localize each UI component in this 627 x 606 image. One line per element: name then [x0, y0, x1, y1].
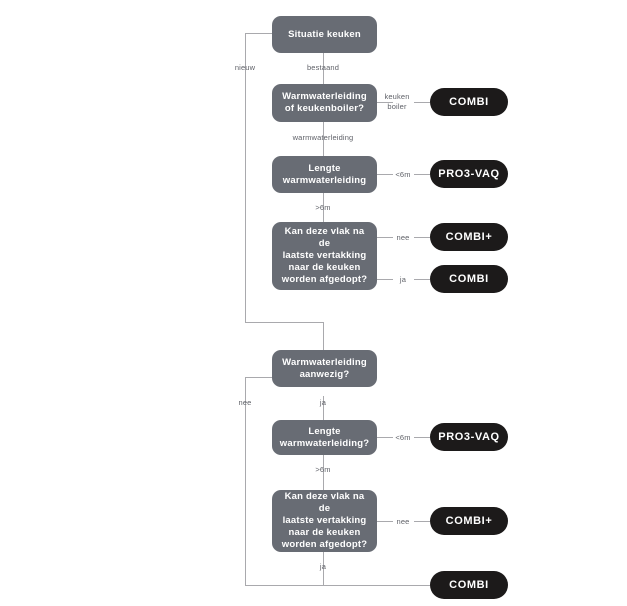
connector-lengte-bottom-to-pro3vaq — [377, 437, 393, 438]
connector-afgedopt-top-ja — [377, 279, 393, 280]
connector-keukenboiler-to-combi-2 — [414, 102, 430, 103]
connector-gt6m-bottom — [323, 455, 324, 490]
node-warmwaterleiding-aanwezig-line2: aanwezig? — [299, 368, 350, 380]
node-lengte-warmwaterleiding-top-line2: warmwaterleiding — [282, 174, 367, 186]
node-afgedopt-top-line4: worden afgedopt? — [281, 274, 368, 285]
node-lengte-warmwaterleiding-top[interactable]: Lengte warmwaterleiding — [272, 156, 377, 193]
node-warmwaterleiding-of-keukenboiler-line1: Warmwaterleiding — [282, 91, 367, 102]
connector-afgedopt-top-ja-2 — [414, 279, 430, 280]
edge-label-warmwaterleiding: warmwaterleiding — [292, 133, 354, 142]
edge-label-nieuw: nieuw — [234, 63, 256, 72]
connector-afgedopt-top-nee-2 — [414, 237, 430, 238]
node-lengte-warmwaterleiding-bottom[interactable]: Lengte warmwaterleiding? — [272, 420, 377, 455]
edge-label-bestaand: bestaand — [306, 63, 340, 72]
node-lengte-warmwaterleiding-bottom-line1: Lengte — [308, 425, 341, 437]
node-afgedopt-top-line1: Kan deze vlak na de — [284, 226, 365, 249]
result-combiplus-bottom[interactable]: COMBI+ — [430, 507, 508, 535]
result-pro3vaq-top-label: PRO3-VAQ — [438, 168, 500, 180]
node-afgedopt-bottom-line2: laatste vertakking — [282, 515, 367, 526]
result-combi-top[interactable]: COMBI — [430, 265, 508, 293]
result-combiplus-top[interactable]: COMBI+ — [430, 223, 508, 251]
node-afgedopt-bottom-line3: naar de keuken — [288, 527, 361, 538]
connector-nee-bottom-to-combi — [245, 585, 430, 586]
result-pro3vaq-bottom[interactable]: PRO3-VAQ — [430, 423, 508, 451]
edge-label-ja-top: ja — [399, 275, 407, 284]
edge-label-lt6m-top: <6m — [395, 170, 411, 179]
connector-nieuw-down-to-aanwezig — [323, 322, 324, 350]
edge-label-nee-aanwezig: nee — [238, 398, 252, 407]
connector-warmwaterleiding — [323, 122, 324, 157]
node-afgedopt-bottom-line1: Kan deze vlak na de — [284, 491, 365, 514]
connector-keukenboiler-to-combi — [377, 102, 393, 103]
node-situatie-keuken-label: Situatie keuken — [288, 28, 361, 40]
result-combi-bottom[interactable]: COMBI — [430, 571, 508, 599]
edge-label-lt6m-bottom: <6m — [395, 433, 411, 442]
node-afgedopt-top-line2: laatste vertakking — [282, 250, 367, 261]
node-warmwaterleiding-aanwezig[interactable]: Warmwaterleiding aanwezig? — [272, 350, 377, 387]
node-warmwaterleiding-aanwezig-line1: Warmwaterleiding — [282, 356, 367, 368]
connector-ja-aanwezig — [323, 396, 324, 420]
connector-bestaand — [323, 52, 324, 84]
result-pro3vaq-top[interactable]: PRO3-VAQ — [430, 160, 508, 188]
edge-label-nee-top: nee — [396, 233, 410, 242]
connector-lengte-top-to-pro3vaq-2 — [414, 174, 430, 175]
node-situatie-keuken[interactable]: Situatie keuken — [272, 16, 377, 53]
result-combiplus-bottom-label: COMBI+ — [445, 515, 493, 527]
node-afgedopt-bottom[interactable]: Kan deze vlak na de laatste vertakking n… — [272, 490, 377, 552]
edge-label-keuken-boiler-line2: boiler — [387, 101, 407, 111]
connector-afgedopt-bottom-nee — [377, 521, 393, 522]
node-warmwaterleiding-of-keukenboiler[interactable]: Warmwaterleiding of keukenboiler? — [272, 84, 377, 122]
connector-start-to-nieuw — [245, 33, 273, 34]
result-combi-keukenboiler-label: COMBI — [449, 96, 489, 108]
connector-lengte-bottom-to-pro3vaq-2 — [414, 437, 430, 438]
result-combiplus-top-label: COMBI+ — [445, 231, 493, 243]
result-combi-top-label: COMBI — [449, 273, 489, 285]
result-combi-bottom-label: COMBI — [449, 579, 489, 591]
node-afgedopt-top-line3: naar de keuken — [288, 262, 361, 273]
connector-afgedopt-bottom-ja — [323, 552, 324, 586]
connector-nieuw-to-lower — [245, 322, 324, 323]
connector-lengte-top-to-pro3vaq — [377, 174, 393, 175]
node-lengte-warmwaterleiding-top-line1: Lengte — [308, 162, 341, 174]
edge-label-nee-bottom: nee — [396, 517, 410, 526]
connector-aanwezig-to-nee — [245, 377, 273, 378]
node-afgedopt-top[interactable]: Kan deze vlak na de laatste vertakking n… — [272, 222, 377, 290]
connector-afgedopt-bottom-nee-2 — [414, 521, 430, 522]
edge-label-gt6m-top: >6m — [315, 203, 331, 212]
edge-label-ja-aanwezig: ja — [319, 398, 327, 407]
connector-nieuw-vertical — [245, 33, 246, 323]
edge-label-ja-bottom: ja — [319, 562, 327, 571]
result-pro3vaq-bottom-label: PRO3-VAQ — [438, 431, 500, 443]
connector-afgedopt-top-nee — [377, 237, 393, 238]
connector-nee-vertical-bottom — [245, 377, 246, 586]
edge-label-keuken-boiler: keuken boiler — [380, 92, 414, 111]
edge-label-gt6m-bottom: >6m — [315, 465, 331, 474]
node-lengte-warmwaterleiding-bottom-line2: warmwaterleiding? — [279, 437, 370, 449]
node-afgedopt-bottom-line4: worden afgedopt? — [281, 539, 368, 550]
edge-label-keuken-boiler-line1: keuken — [384, 92, 410, 101]
connector-gt6m-top — [323, 193, 324, 222]
node-warmwaterleiding-of-keukenboiler-line2: of keukenboiler? — [284, 103, 365, 114]
result-combi-keukenboiler[interactable]: COMBI — [430, 88, 508, 116]
